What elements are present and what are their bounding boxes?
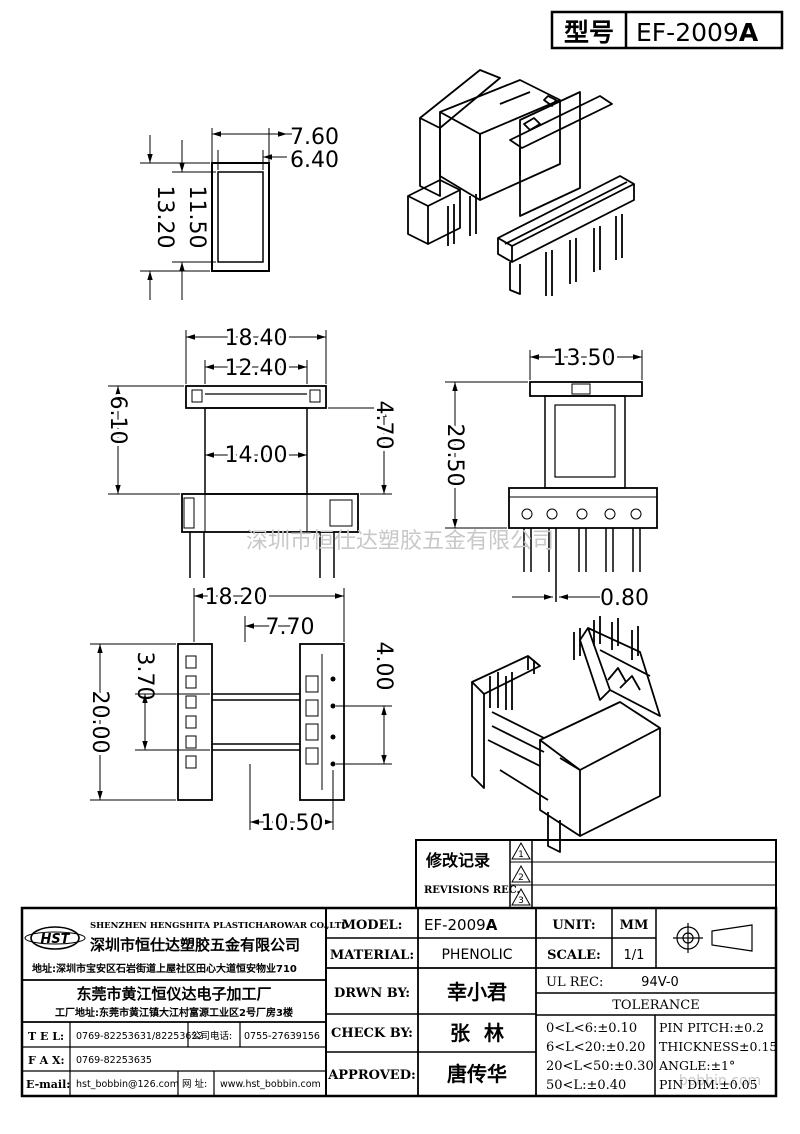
- tel-value: 0769-82253631/82253632: [76, 1031, 204, 1042]
- projection-symbol-icon: [673, 923, 753, 953]
- revisions-title: 修改记录: [425, 851, 490, 870]
- company-logo: HST: [24, 926, 86, 950]
- front-view: 18.40 12.40 14.00 6.10 4.70: [102, 323, 399, 578]
- factory-address: 工厂地址:东莞市黄江镇大江村富源工业区2号厂房3楼: [55, 1006, 293, 1019]
- tel-label: T E L:: [28, 1030, 64, 1043]
- approved-label: APPROVED:: [327, 1068, 416, 1083]
- scale-value: 1/1: [624, 948, 645, 963]
- watermark-url: bobbin.com: [679, 1073, 761, 1089]
- fax-value: 0769-82253635: [76, 1055, 152, 1066]
- dim-side-height: 20.50: [442, 424, 467, 487]
- side-view: 13.50 20.50 0.80: [439, 343, 658, 611]
- dim-bottom-width: 18.20: [205, 585, 268, 610]
- revision-mark-3: 3: [518, 896, 524, 906]
- model-value: EF-2009A: [424, 916, 498, 934]
- revision-triangle-3: [511, 887, 531, 906]
- dim-bottom-slot-width: 7.70: [266, 615, 315, 640]
- pin-dim-tolerance: PIN DIM:±0.05: [659, 1077, 758, 1092]
- web-label: 网 址:: [182, 1078, 207, 1090]
- email-value: hst_bobbin@126.com: [76, 1079, 179, 1090]
- factory-name: 东莞市黄江恒仪达电子加工厂: [76, 985, 271, 1003]
- dim-bottom-height-total: 20.00: [87, 691, 112, 754]
- dim-pin-diameter: 0.80: [600, 586, 649, 611]
- thickness-tolerance: THICKNESS±0.15: [659, 1039, 777, 1054]
- dim-side-width: 13.50: [553, 346, 616, 371]
- scale-label: SCALE:: [547, 948, 601, 963]
- company-logo-text: HST: [40, 932, 70, 947]
- isometric-view-bottom: [471, 616, 661, 853]
- spec-section: MODEL: EF-2009A MATERIAL: PHENOLIC DRWN …: [326, 908, 777, 1096]
- material-value: PHENOLIC: [441, 947, 512, 963]
- bottom-view: 18.20 7.70 20.00 3.70 4.00 10.50: [84, 582, 396, 839]
- dim-front-width-outer: 18.40: [225, 326, 288, 351]
- dim-bottom-row-span: 10.50: [261, 811, 324, 836]
- phone-value: 0755-27639156: [244, 1031, 320, 1042]
- revision-triangle-2: [511, 864, 531, 883]
- revision-triangle-1: [511, 841, 531, 860]
- check-by-value: 张 林: [450, 1021, 504, 1045]
- revisions-block: 修改记录 REVISIONS REC. 1 2 3: [415, 839, 777, 909]
- model-header: 型号 EF-2009A: [550, 10, 784, 50]
- company-section: HST SHENZHEN HENGSHITA PLASTICHAROWAR CO…: [22, 921, 349, 1096]
- dim-top-height-outer: 13.20: [152, 186, 177, 249]
- unit-value: MM: [620, 918, 649, 933]
- model-label: MODEL:: [342, 918, 403, 933]
- email-label: E-mail:: [26, 1078, 70, 1091]
- dim-top-height-inner: 11.50: [184, 186, 209, 249]
- pin-pitch-tolerance: PIN PITCH:±0.2: [659, 1020, 764, 1035]
- dim-front-width-inner: 12.40: [225, 356, 288, 381]
- angle-tolerance: ANGLE:±1°: [658, 1058, 735, 1073]
- dim-bottom-height-slot: 3.70: [132, 652, 157, 701]
- web-value: www.hst_bobbin.com: [220, 1079, 321, 1090]
- company-name-cn: 深圳市恒仕达塑胶五金有限公司: [90, 936, 300, 954]
- dim-bottom-pin-pitch: 4.00: [371, 642, 396, 691]
- revisions-subtitle: REVISIONS REC.: [424, 885, 520, 896]
- tolerance-range-4: 50<L:±0.40: [546, 1078, 626, 1093]
- tolerance-label: TOLERANCE: [612, 998, 699, 1013]
- model-header-label: 型号: [564, 18, 614, 47]
- company-name-en: SHENZHEN HENGSHITA PLASTICHAROWAR CO.,LT…: [90, 921, 349, 931]
- approved-value: 唐传华: [447, 1062, 507, 1086]
- phone-label: 公司电话:: [191, 1030, 232, 1042]
- isometric-view-top: [407, 69, 635, 296]
- tolerance-range-3: 20<L<50:±0.30: [546, 1059, 654, 1074]
- title-block: [20, 906, 778, 1098]
- top-view: 7.60 6.40 13.20 11.50: [140, 125, 339, 300]
- dim-top-width-outer: 7.60: [290, 125, 339, 150]
- material-label: MATERIAL:: [330, 948, 414, 963]
- ul-label: UL REC:: [546, 975, 603, 990]
- tolerance-range-2: 6<L<20:±0.20: [546, 1040, 645, 1055]
- watermark: 深圳市恒仕达塑胶五金有限公司: [246, 529, 554, 554]
- dim-top-width-inner: 6.40: [290, 148, 339, 173]
- unit-label: UNIT:: [552, 918, 595, 933]
- model-header-value: EF-2009A: [636, 18, 759, 47]
- revision-mark-1: 1: [518, 850, 524, 860]
- fax-label: F A X:: [28, 1054, 65, 1067]
- dim-front-height-total: 6.10: [105, 396, 130, 445]
- revision-mark-2: 2: [518, 873, 524, 883]
- dim-front-core-width: 14.00: [225, 443, 288, 468]
- dim-front-height-part: 4.70: [371, 401, 396, 450]
- tolerance-range-1: 0<L<6:±0.10: [546, 1021, 637, 1036]
- company-address: 地址:深圳市宝安区石岩街道上屋社区田心大道恒安物业710: [32, 962, 297, 975]
- drawn-by-label: DRWN BY:: [334, 986, 410, 1001]
- check-by-label: CHECK BY:: [331, 1026, 413, 1041]
- drawn-by-value: 幸小君: [447, 980, 507, 1004]
- ul-value: 94V-0: [641, 975, 679, 990]
